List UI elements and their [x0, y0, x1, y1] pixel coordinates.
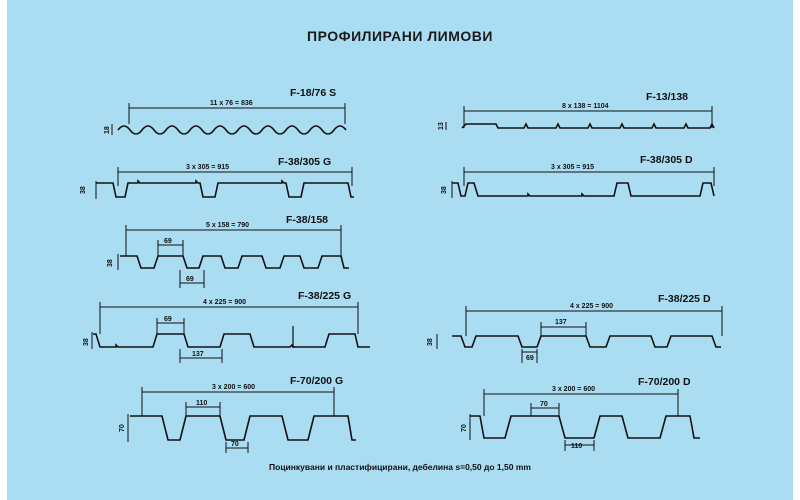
profile-name: F-38/225 G	[298, 290, 351, 302]
height-label: 38	[441, 186, 448, 194]
rib-top-label: 69	[164, 238, 172, 245]
profile-outline	[470, 415, 700, 439]
profile-name: F-13/138	[646, 91, 688, 103]
profile-outline	[130, 415, 356, 441]
height-label: 70	[461, 424, 468, 432]
profile-name: F-38/225 D	[658, 293, 711, 305]
height-label: 38	[80, 186, 87, 194]
span-label: 11 x 76 = 836	[210, 100, 253, 107]
span-label: 3 x 200 = 600	[212, 384, 255, 391]
rib-top-label: 110	[196, 400, 207, 407]
rib-bottom-label: 69	[186, 276, 194, 283]
span-label: 3 x 305 = 915	[551, 164, 594, 171]
rib-top-label: 69	[164, 316, 172, 323]
footer-note: Поцинкувани и пластифицирани, дебелина s…	[269, 462, 531, 472]
profile-name: F-38/305 G	[278, 156, 331, 168]
span-label: 4 x 225 = 900	[570, 303, 613, 310]
height-label: 38	[427, 338, 434, 346]
rib-bottom-label: 137	[192, 351, 204, 358]
profile-f70-200g: F-70/200 G 3 x 200 = 600 110 70 70	[119, 375, 356, 453]
rib-bottom-label: 110	[571, 443, 582, 450]
profile-name: F-18/76 S	[290, 87, 336, 99]
span-label: 3 x 200 = 600	[552, 386, 595, 393]
profile-f38-305d: F-38/305 D 3 x 305 = 915 38	[441, 154, 715, 198]
height-label: 18	[104, 126, 111, 134]
page-title: ПРОФИЛИРАНИ ЛИМОВИ	[307, 28, 493, 44]
height-label: 38	[83, 338, 90, 346]
rib-top-label: 137	[555, 319, 567, 326]
profile-f70-200d: F-70/200 D 3 x 200 = 600 70 110 70	[461, 376, 700, 451]
span-label: 4 x 225 = 900	[203, 299, 246, 306]
height-label: 38	[107, 259, 114, 267]
height-label: 70	[119, 424, 126, 432]
profile-f38-305g: F-38/305 G 3 x 305 = 915 38	[80, 156, 354, 199]
profile-outline	[93, 333, 370, 348]
height-label: 13	[438, 122, 445, 130]
profile-outline	[452, 335, 721, 348]
span-label: 5 x 158 = 790	[206, 222, 249, 229]
profile-name: F-38/305 D	[640, 154, 693, 166]
rib-bottom-label: 69	[526, 355, 534, 362]
profile-f13-138: F-13/138 8 x 138 = 1104 13	[438, 91, 715, 130]
profile-outline	[452, 182, 715, 197]
profile-f38-225g: F-38/225 G 4 x 225 = 900 69 137 38	[83, 290, 370, 363]
profile-outline	[96, 179, 354, 198]
span-label: 3 x 305 = 915	[186, 164, 229, 171]
profile-outline	[120, 255, 349, 269]
profile-f38-225d: F-38/225 D 4 x 225 = 900 137 69 38	[427, 293, 723, 363]
profile-outline	[117, 125, 347, 135]
profile-outline	[461, 122, 715, 129]
profile-name: F-70/200 G	[290, 375, 343, 387]
profile-name: F-38/158	[286, 214, 328, 226]
span-label: 8 x 138 = 1104	[562, 103, 609, 110]
profile-name: F-70/200 D	[638, 376, 691, 388]
rib-bottom-label: 70	[231, 441, 239, 448]
rib-top-label: 70	[540, 401, 548, 408]
profile-f18-76s: F-18/76 S 11 x 76 = 836 18	[104, 87, 347, 135]
profile-f38-158: F-38/158 5 x 158 = 790 69 69 38	[107, 214, 349, 288]
